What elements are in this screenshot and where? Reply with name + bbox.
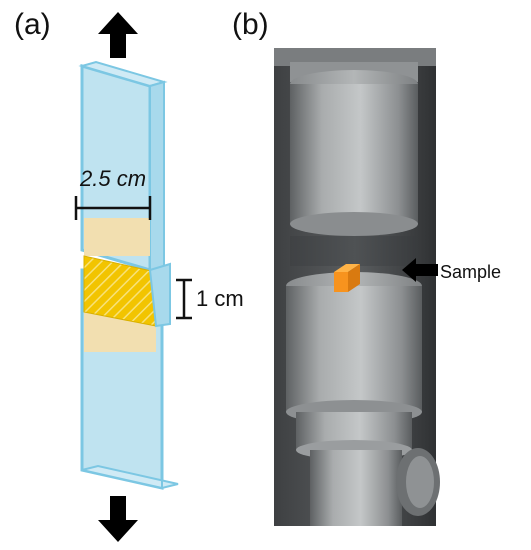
sample-cube [334,264,360,292]
overlap-dimension-label: 1 cm [196,286,244,311]
sample-label: Sample [440,262,501,282]
adhesive-pad-upper [84,218,150,256]
photo-tester [274,48,440,526]
overlap-dimension-line [176,278,192,320]
arrow-left-icon [402,258,438,282]
overlap-edge [148,262,171,328]
arrow-up-icon [98,12,138,58]
panel-b-label: (b) [232,8,269,41]
arrow-down-icon [98,496,138,542]
panel-a-label: (a) [14,8,51,41]
width-dimension-label: 2.5 cm [79,166,146,191]
width-dimension-line [74,196,152,220]
